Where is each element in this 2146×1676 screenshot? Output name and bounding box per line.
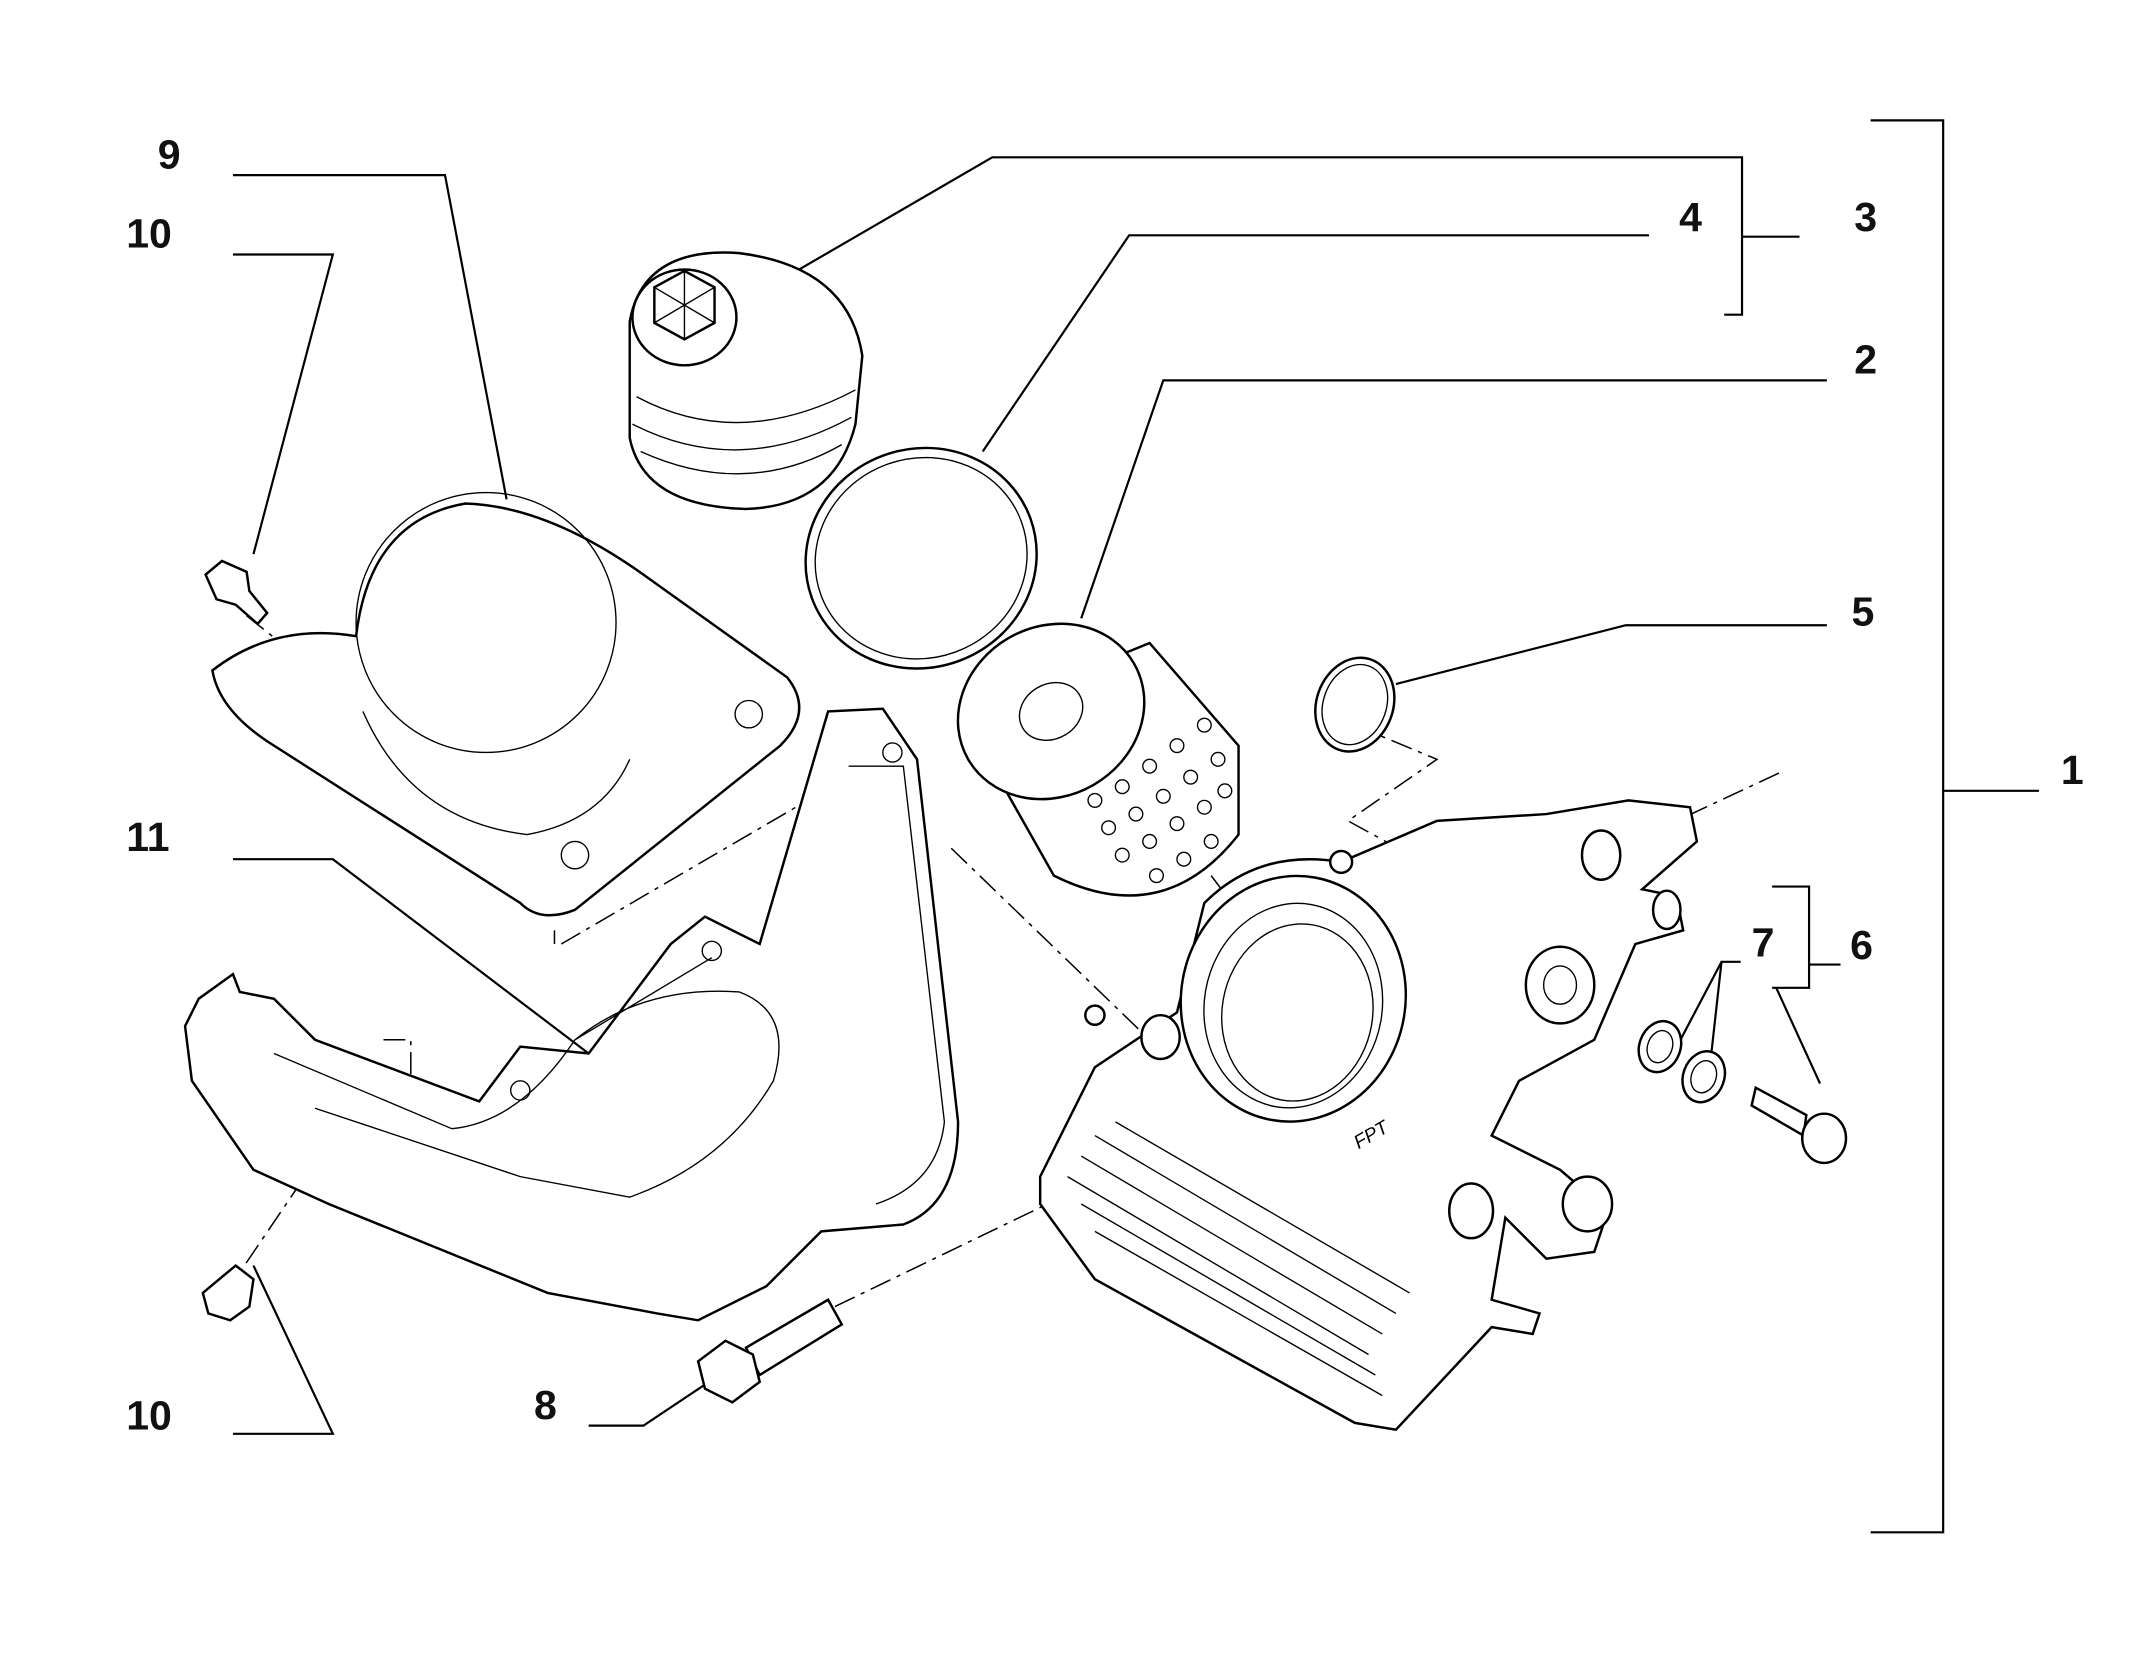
housing-1: FPT xyxy=(1038,799,1699,1432)
callout-11: 11 xyxy=(126,814,169,860)
callout-4: 4 xyxy=(1679,194,1702,240)
o-ring-4 xyxy=(804,446,1038,670)
bracket-1 xyxy=(1870,119,1945,1534)
callout-1: 1 xyxy=(2061,747,2084,793)
leader-4 xyxy=(981,234,1649,453)
callout-5: 5 xyxy=(1851,588,1874,634)
leader-8 xyxy=(588,1383,706,1427)
filter-cap xyxy=(628,251,864,511)
leader-9 xyxy=(232,174,508,500)
leader-3-cap xyxy=(779,156,1744,316)
screw-10-top xyxy=(204,559,269,626)
washers-7 xyxy=(1637,1019,1727,1104)
callout-10-bottom: 10 xyxy=(126,1393,172,1439)
leader-11 xyxy=(232,858,590,1055)
leader-lines xyxy=(232,119,2039,1534)
filter-element xyxy=(956,622,1240,897)
cover-9 xyxy=(211,491,801,917)
leader-10-bottom xyxy=(232,1265,335,1435)
callout-2: 2 xyxy=(1854,337,1877,383)
callout-3: 3 xyxy=(1854,194,1877,240)
callout-8: 8 xyxy=(534,1382,557,1428)
bolt-8 xyxy=(696,1298,844,1404)
callout-labels: 9 10 11 10 8 4 3 2 5 1 7 6 xyxy=(126,131,2083,1438)
callout-9: 9 xyxy=(158,131,181,177)
callout-6: 6 xyxy=(1850,922,1873,968)
leader-7 xyxy=(1679,960,1741,1041)
leader-6-bolt xyxy=(1775,987,1822,1085)
leader-2 xyxy=(1080,379,1827,619)
bolt-6 xyxy=(1750,1085,1848,1165)
leader-10-top xyxy=(232,253,335,555)
callout-10-top: 10 xyxy=(126,211,172,257)
callout-7: 7 xyxy=(1752,919,1775,965)
leader-7b xyxy=(1709,961,1723,1061)
seal-5 xyxy=(1314,656,1396,753)
screw-10-bottom xyxy=(201,1263,255,1322)
leader-5 xyxy=(1395,624,1827,686)
shield-11 xyxy=(183,707,960,1322)
bracket-6 xyxy=(1772,885,1811,989)
